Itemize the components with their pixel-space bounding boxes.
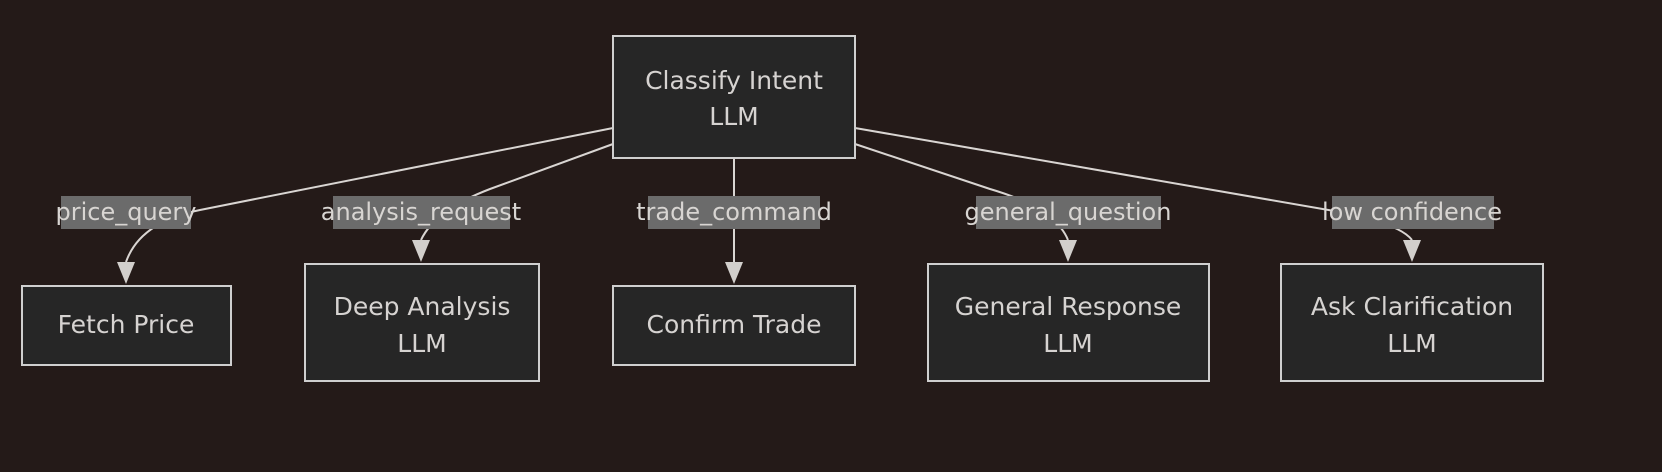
edge-labels-layer: price_query analysis_request trade_comma… <box>55 196 1502 229</box>
node-confirm-trade-box[interactable] <box>612 285 856 366</box>
edge-label-trade-command-chip <box>648 196 820 229</box>
node-classify-intent-box[interactable] <box>612 35 856 159</box>
node-deep-analysis-subtitle: LLM <box>397 329 446 358</box>
node-deep-analysis[interactable]: Deep Analysis LLM <box>304 263 540 382</box>
node-classify-intent-subtitle: LLM <box>709 102 758 131</box>
node-deep-analysis-box[interactable] <box>304 263 540 382</box>
arrowhead-fetch-price <box>117 262 135 284</box>
node-deep-analysis-title: Deep Analysis <box>334 292 511 321</box>
edge-label-price-query-text: price_query <box>55 198 196 226</box>
arrowhead-general-response <box>1059 240 1077 262</box>
node-general-response-box[interactable] <box>927 263 1210 382</box>
node-fetch-price-box[interactable] <box>21 285 232 366</box>
node-confirm-trade[interactable]: Confirm Trade <box>612 285 856 366</box>
edge-classify-to-fetch-price <box>125 127 614 263</box>
node-ask-clarification-box[interactable] <box>1280 263 1544 382</box>
edge-label-analysis-request: analysis_request <box>321 196 521 229</box>
edge-label-general-question: general_question <box>965 196 1172 229</box>
edge-label-analysis-request-chip <box>333 196 510 229</box>
edge-label-trade-command: trade_command <box>636 196 832 229</box>
arrowhead-confirm-trade <box>725 262 743 284</box>
edge-label-general-question-chip <box>976 196 1161 229</box>
node-general-response[interactable]: General Response LLM <box>927 263 1210 382</box>
edge-label-low-confidence: low confidence <box>1322 196 1502 229</box>
node-fetch-price-title: Fetch Price <box>58 310 195 339</box>
node-classify-intent-title: Classify Intent <box>645 66 823 95</box>
edge-label-price-query-chip <box>61 196 191 229</box>
edge-label-analysis-request-text: analysis_request <box>321 198 521 226</box>
edge-label-general-question-text: general_question <box>965 198 1172 226</box>
node-ask-clarification-subtitle: LLM <box>1387 329 1436 358</box>
node-fetch-price[interactable]: Fetch Price <box>21 285 232 366</box>
edge-label-price-query: price_query <box>55 196 197 229</box>
node-ask-clarification-title: Ask Clarification <box>1311 292 1513 321</box>
node-confirm-trade-title: Confirm Trade <box>647 310 822 339</box>
node-classify-intent[interactable]: Classify Intent LLM <box>612 35 856 159</box>
edge-label-low-confidence-text: low confidence <box>1322 198 1502 226</box>
node-general-response-title: General Response <box>955 292 1182 321</box>
arrowhead-ask-clarification <box>1403 240 1421 262</box>
node-general-response-subtitle: LLM <box>1043 329 1092 358</box>
node-ask-clarification[interactable]: Ask Clarification LLM <box>1280 263 1544 382</box>
arrowhead-deep-analysis <box>412 240 430 262</box>
edge-label-low-confidence-chip <box>1332 196 1494 229</box>
edge-label-trade-command-text: trade_command <box>636 198 832 226</box>
